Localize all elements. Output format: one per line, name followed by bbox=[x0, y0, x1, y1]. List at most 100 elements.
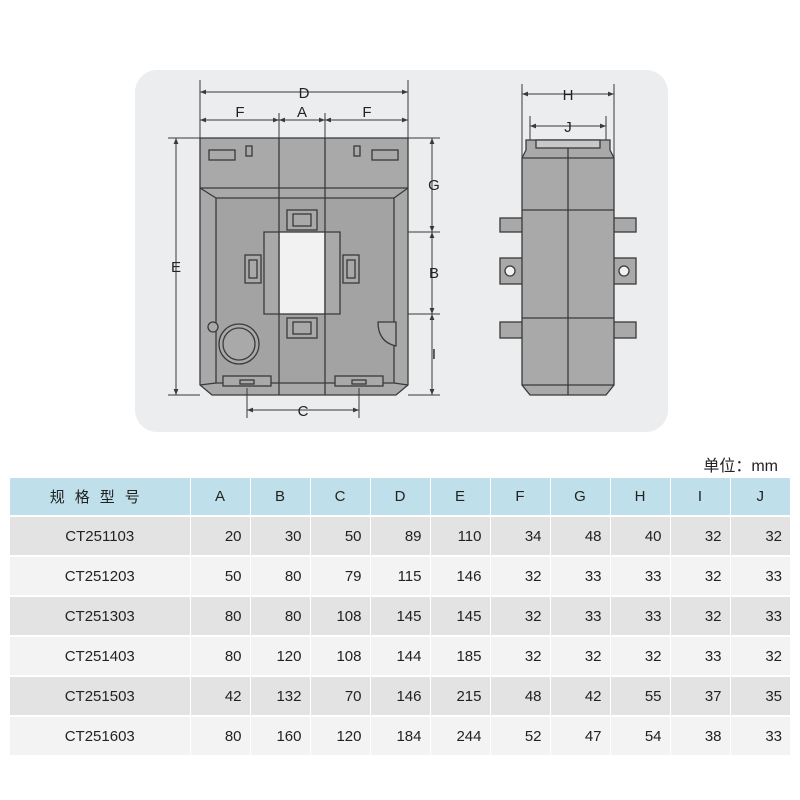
label-h: H bbox=[563, 87, 574, 104]
value-cell: 120 bbox=[310, 715, 371, 755]
value-cell: 145 bbox=[370, 595, 431, 636]
top-slot-left bbox=[208, 149, 236, 161]
value-cell: 33 bbox=[730, 715, 790, 755]
label-a: A bbox=[297, 104, 307, 121]
header-b: B bbox=[250, 478, 311, 516]
value-cell: 42 bbox=[550, 675, 611, 716]
value-cell: 80 bbox=[190, 635, 251, 676]
label-e: E bbox=[171, 259, 181, 276]
value-cell: 32 bbox=[670, 555, 731, 596]
value-cell: 244 bbox=[430, 715, 491, 755]
table-header-row: 规格型号 A B C D E F G H I J bbox=[10, 478, 790, 516]
value-cell: 50 bbox=[310, 515, 371, 556]
value-cell: 144 bbox=[370, 635, 431, 676]
value-cell: 120 bbox=[250, 635, 311, 676]
value-cell: 48 bbox=[550, 515, 611, 556]
label-f-left: F bbox=[235, 104, 244, 121]
value-cell: 32 bbox=[670, 595, 731, 636]
value-cell: 42 bbox=[190, 675, 251, 716]
label-i: I bbox=[432, 346, 436, 363]
header-d: D bbox=[370, 478, 431, 516]
model-cell: CT251403 bbox=[10, 635, 191, 676]
label-g: G bbox=[428, 177, 440, 194]
value-cell: 33 bbox=[610, 595, 671, 636]
label-b: B bbox=[429, 265, 439, 282]
value-cell: 108 bbox=[310, 595, 371, 636]
value-cell: 32 bbox=[550, 635, 611, 676]
value-cell: 80 bbox=[250, 555, 311, 596]
value-cell: 32 bbox=[670, 515, 731, 556]
value-cell: 40 bbox=[610, 515, 671, 556]
value-cell: 215 bbox=[430, 675, 491, 716]
value-cell: 132 bbox=[250, 675, 311, 716]
value-cell: 33 bbox=[670, 635, 731, 676]
value-cell: 33 bbox=[610, 555, 671, 596]
value-cell: 52 bbox=[490, 715, 551, 755]
header-a: A bbox=[190, 478, 251, 516]
model-cell: CT251503 bbox=[10, 675, 191, 716]
front-dimensions bbox=[168, 80, 440, 418]
value-cell: 54 bbox=[610, 715, 671, 755]
value-cell: 50 bbox=[190, 555, 251, 596]
value-cell: 108 bbox=[310, 635, 371, 676]
model-cell: CT251303 bbox=[10, 595, 191, 636]
value-cell: 146 bbox=[370, 675, 431, 716]
value-cell: 80 bbox=[190, 715, 251, 755]
value-cell: 55 bbox=[610, 675, 671, 716]
header-c: C bbox=[310, 478, 371, 516]
value-cell: 33 bbox=[730, 595, 790, 636]
value-cell: 70 bbox=[310, 675, 371, 716]
value-cell: 32 bbox=[610, 635, 671, 676]
value-cell: 33 bbox=[730, 555, 790, 596]
header-f: F bbox=[490, 478, 551, 516]
value-cell: 38 bbox=[670, 715, 731, 755]
value-cell: 115 bbox=[370, 555, 431, 596]
value-cell: 32 bbox=[730, 635, 790, 676]
value-cell: 33 bbox=[550, 555, 611, 596]
value-cell: 37 bbox=[670, 675, 731, 716]
dimension-drawing-panel: D F A F G E B I C bbox=[135, 70, 668, 432]
value-cell: 110 bbox=[430, 515, 491, 556]
value-cell: 34 bbox=[490, 515, 551, 556]
header-h: H bbox=[610, 478, 671, 516]
value-cell: 160 bbox=[250, 715, 311, 755]
value-cell: 47 bbox=[550, 715, 611, 755]
header-g: G bbox=[550, 478, 611, 516]
header-i: I bbox=[670, 478, 731, 516]
model-cell: CT251203 bbox=[10, 555, 191, 596]
header-j: J bbox=[730, 478, 790, 516]
through-hole-window bbox=[278, 231, 326, 315]
value-cell: 32 bbox=[730, 515, 790, 556]
header-model: 规格型号 bbox=[10, 478, 191, 516]
front-view bbox=[199, 137, 409, 396]
label-d: D bbox=[299, 85, 310, 102]
value-cell: 35 bbox=[730, 675, 790, 716]
value-cell: 20 bbox=[190, 515, 251, 556]
value-cell: 32 bbox=[490, 635, 551, 676]
dimension-drawing: D F A F G E B I C bbox=[168, 80, 637, 420]
value-cell: 80 bbox=[250, 595, 311, 636]
value-cell: 185 bbox=[430, 635, 491, 676]
model-cell: CT251103 bbox=[10, 515, 191, 556]
value-cell: 48 bbox=[490, 675, 551, 716]
value-cell: 79 bbox=[310, 555, 371, 596]
value-cell: 184 bbox=[370, 715, 431, 755]
side-view bbox=[499, 139, 637, 396]
value-cell: 80 bbox=[190, 595, 251, 636]
value-cell: 146 bbox=[430, 555, 491, 596]
model-cell: CT251603 bbox=[10, 715, 191, 755]
value-cell: 30 bbox=[250, 515, 311, 556]
small-hole bbox=[207, 321, 219, 333]
label-j: J bbox=[564, 119, 572, 136]
side-dimensions bbox=[521, 84, 615, 158]
header-e: E bbox=[430, 478, 491, 516]
value-cell: 33 bbox=[550, 595, 611, 636]
value-cell: 32 bbox=[490, 595, 551, 636]
